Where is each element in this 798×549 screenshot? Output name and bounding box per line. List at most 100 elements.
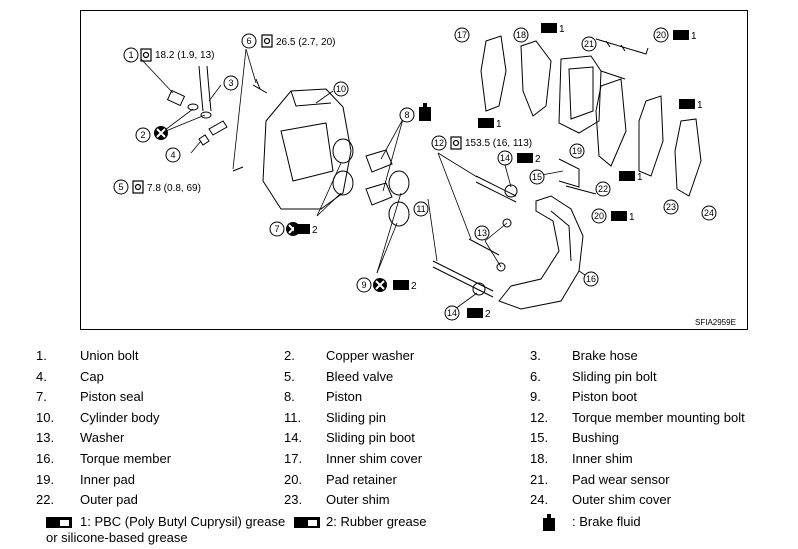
label-4: 4: [165, 147, 181, 163]
part-name: Inner shim: [572, 451, 633, 466]
part-number: 20.: [284, 471, 303, 487]
label-21: 21: [581, 36, 597, 52]
label-11: 11: [413, 201, 429, 217]
label-19: 19: [569, 143, 585, 159]
svg-text:19: 19: [572, 146, 582, 156]
part-name: Washer: [80, 430, 125, 446]
label-9: 9: [356, 277, 372, 293]
grease1-line1: 1: PBC (Poly Butyl Cuprysil) grease: [80, 514, 286, 529]
part-number: 5.: [284, 368, 295, 384]
torque-icon: [450, 136, 462, 150]
svg-text:14: 14: [500, 153, 510, 163]
part-name: Sliding pin boot: [326, 430, 415, 446]
svg-text:16: 16: [586, 274, 596, 284]
grease-icon: [673, 30, 689, 40]
part-name: Cylinder body: [80, 409, 160, 425]
outer-shim-cover-drawing: [674, 118, 702, 197]
svg-text:22: 22: [598, 184, 608, 194]
diagram-drawing: 1 2 3 4 5 6 7 8 9 10 11 12 13 14 14 15 1…: [113, 23, 736, 327]
label-10: 10: [333, 81, 349, 97]
torque-member-drawing: [498, 195, 584, 310]
grease-icon: [541, 23, 557, 33]
label-7: 7: [269, 221, 285, 237]
callout-labels: 1 2 3 4 5 6 7 8 9 10 11 12 13 14 14 15 1…: [113, 27, 717, 321]
grease-icon: [478, 118, 494, 128]
part-number: 13.: [36, 430, 55, 446]
label-3: 3: [223, 75, 239, 91]
grease-callout: 2: [485, 309, 491, 320]
svg-text:12: 12: [434, 138, 444, 148]
outer-shim-drawing: [638, 95, 664, 177]
svg-text:10: 10: [336, 84, 346, 94]
part-name: Piston boot: [572, 389, 638, 405]
part-name: Outer shim cover: [572, 492, 671, 508]
part-name: Piston seal: [80, 389, 144, 405]
part-name: Sliding pin: [326, 409, 386, 425]
torque-callout-6: 26.5 (2.7, 20): [276, 37, 335, 48]
part-number: 18.: [530, 451, 549, 466]
part-name: Bushing: [572, 430, 619, 446]
label-20b: 20: [591, 208, 607, 224]
svg-text:4: 4: [170, 150, 175, 160]
part-number: 19.: [36, 471, 55, 487]
svg-text:18: 18: [516, 30, 526, 40]
grease-callout: 1: [697, 100, 703, 111]
grease-callout: 2: [312, 225, 318, 236]
brake-hose-drawing: [198, 65, 212, 112]
svg-text:13: 13: [477, 228, 487, 238]
part-number: 15.: [530, 430, 549, 446]
inner-pad-drawing: [558, 55, 602, 134]
replace-icon: [154, 126, 168, 140]
torque-callout-5: 7.8 (0.8, 69): [147, 183, 201, 194]
part-name: Union bolt: [80, 348, 139, 363]
label-18: 18: [513, 27, 529, 43]
label-2: 2: [135, 127, 151, 143]
svg-text:14: 14: [447, 308, 457, 318]
grease-callout: 1: [637, 172, 643, 183]
grease-icon: [393, 280, 409, 290]
label-20a: 20: [653, 27, 669, 43]
part-name: Pad retainer: [326, 471, 397, 487]
torque-callout-12: 153.5 (16, 113): [465, 138, 532, 149]
inner-shim-drawing: [520, 40, 552, 117]
part-number: 1.: [36, 348, 47, 363]
inner-shim-cover-drawing: [480, 35, 507, 112]
grease-callout: 1: [629, 212, 635, 223]
sliding-pin-drawing: [432, 260, 494, 298]
grease1-icon: [46, 517, 72, 528]
label-5: 5: [113, 179, 129, 195]
grease-callout: 1: [691, 31, 697, 42]
part-name: Inner shim cover: [326, 451, 423, 466]
part-number: 14.: [284, 430, 303, 446]
part-number: 16.: [36, 451, 55, 466]
label-15: 15: [529, 169, 545, 185]
piston-seal-drawing: [332, 138, 354, 164]
torque-icon: [132, 180, 144, 194]
part-name: Outer shim: [326, 492, 390, 508]
part-name: Torque member mounting bolt: [572, 409, 745, 425]
svg-text:5: 5: [118, 182, 123, 192]
grease-icon: [611, 211, 627, 221]
part-name: Pad wear sensor: [572, 471, 670, 487]
part-number: 10.: [36, 409, 55, 425]
svg-text:1: 1: [128, 50, 133, 60]
part-number: 21.: [530, 471, 549, 487]
grease-icon: [679, 99, 695, 109]
label-16: 16: [583, 271, 599, 287]
svg-text:8: 8: [404, 110, 409, 120]
part-number: 11.: [284, 409, 302, 425]
exploded-diagram: 1 2 3 4 5 6 7 8 9 10 11 12 13 14 14 15 1…: [80, 10, 748, 330]
svg-text:24: 24: [704, 208, 714, 218]
part-name: Copper washer: [326, 348, 415, 363]
part-name: Piston: [326, 389, 363, 405]
svg-text:11: 11: [416, 204, 425, 214]
label-14a: 14: [497, 150, 513, 166]
torque-callout-1: 18.2 (1.9, 13): [155, 50, 214, 61]
part-number: 23.: [284, 492, 303, 508]
label-14b: 14: [444, 305, 460, 321]
part-name: Sliding pin bolt: [572, 368, 657, 384]
pad-wear-sensor-drawing: [595, 38, 649, 55]
label-23: 23: [663, 199, 679, 215]
svg-text:23: 23: [666, 202, 676, 212]
